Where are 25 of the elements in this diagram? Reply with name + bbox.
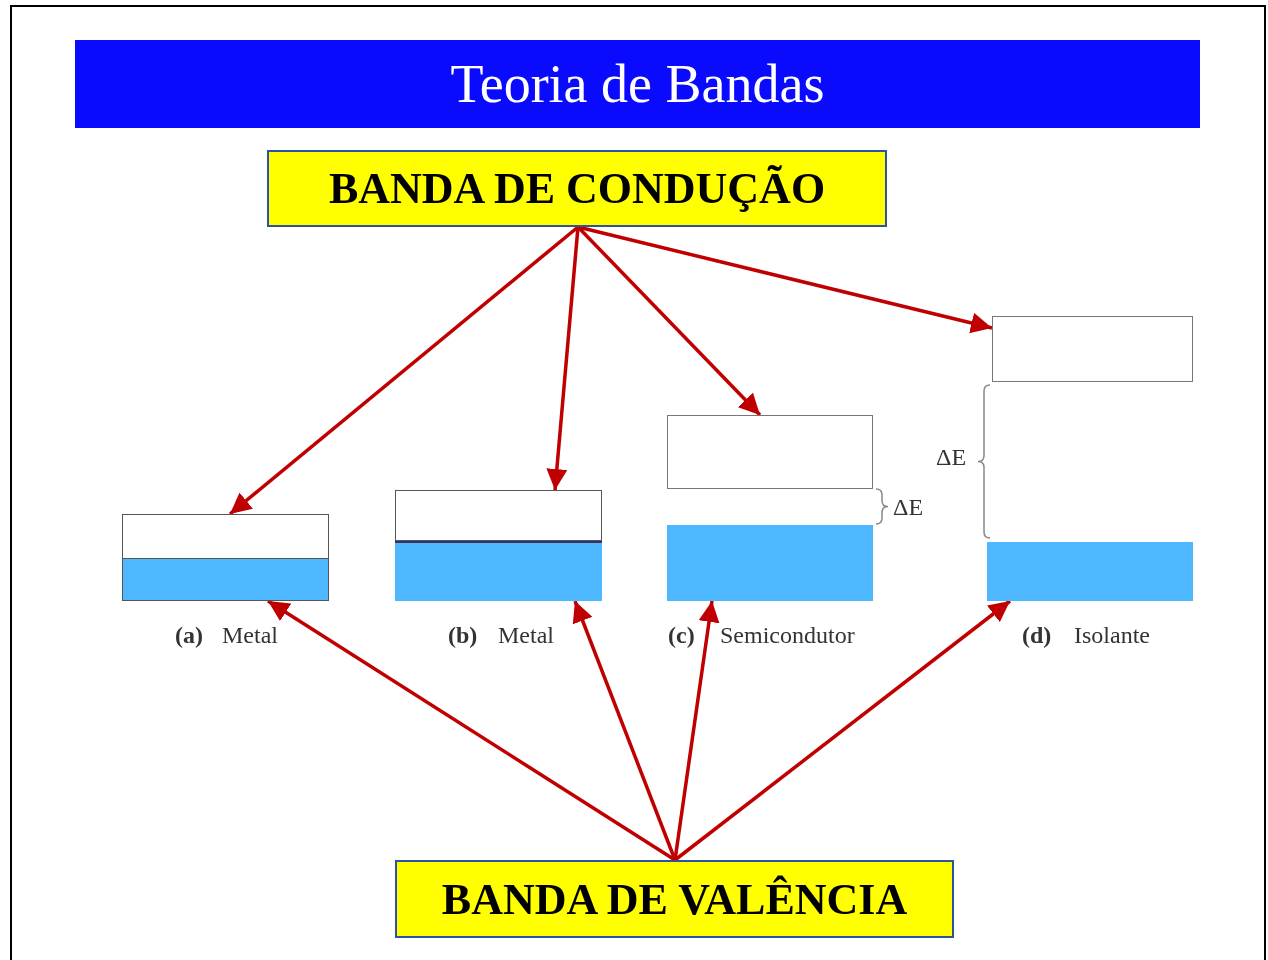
panel-caption: Isolante [1074,622,1150,649]
energy-gap-label: ΔE [936,444,967,471]
empty-band-box [122,514,329,559]
filled-band-box [395,541,602,601]
empty-band-box [667,415,873,489]
arrow [572,600,677,861]
arrow [267,599,676,862]
panel-caption: Semicondutor [720,622,855,649]
title-banner: Teoria de Bandas [75,40,1200,128]
panel-letter: (d) [1022,622,1052,649]
empty-band-box [395,490,602,541]
panel-letter: (b) [448,622,478,649]
arrow [673,599,1012,862]
callout-box: BANDA DE VALÊNCIA [395,860,954,938]
panel-letter: (c) [668,622,695,649]
energy-gap-label: ΔE [893,494,924,521]
filled-band-box [667,525,873,601]
empty-band-box [992,316,1193,382]
arrow [546,226,580,491]
panel-caption: Metal [498,622,554,649]
callout-box: BANDA DE CONDUÇÃO [267,150,887,227]
panel-letter: (a) [175,622,203,649]
filled-band-box [987,542,1193,601]
panel-caption: Metal [222,622,278,649]
filled-band-box [122,558,329,601]
